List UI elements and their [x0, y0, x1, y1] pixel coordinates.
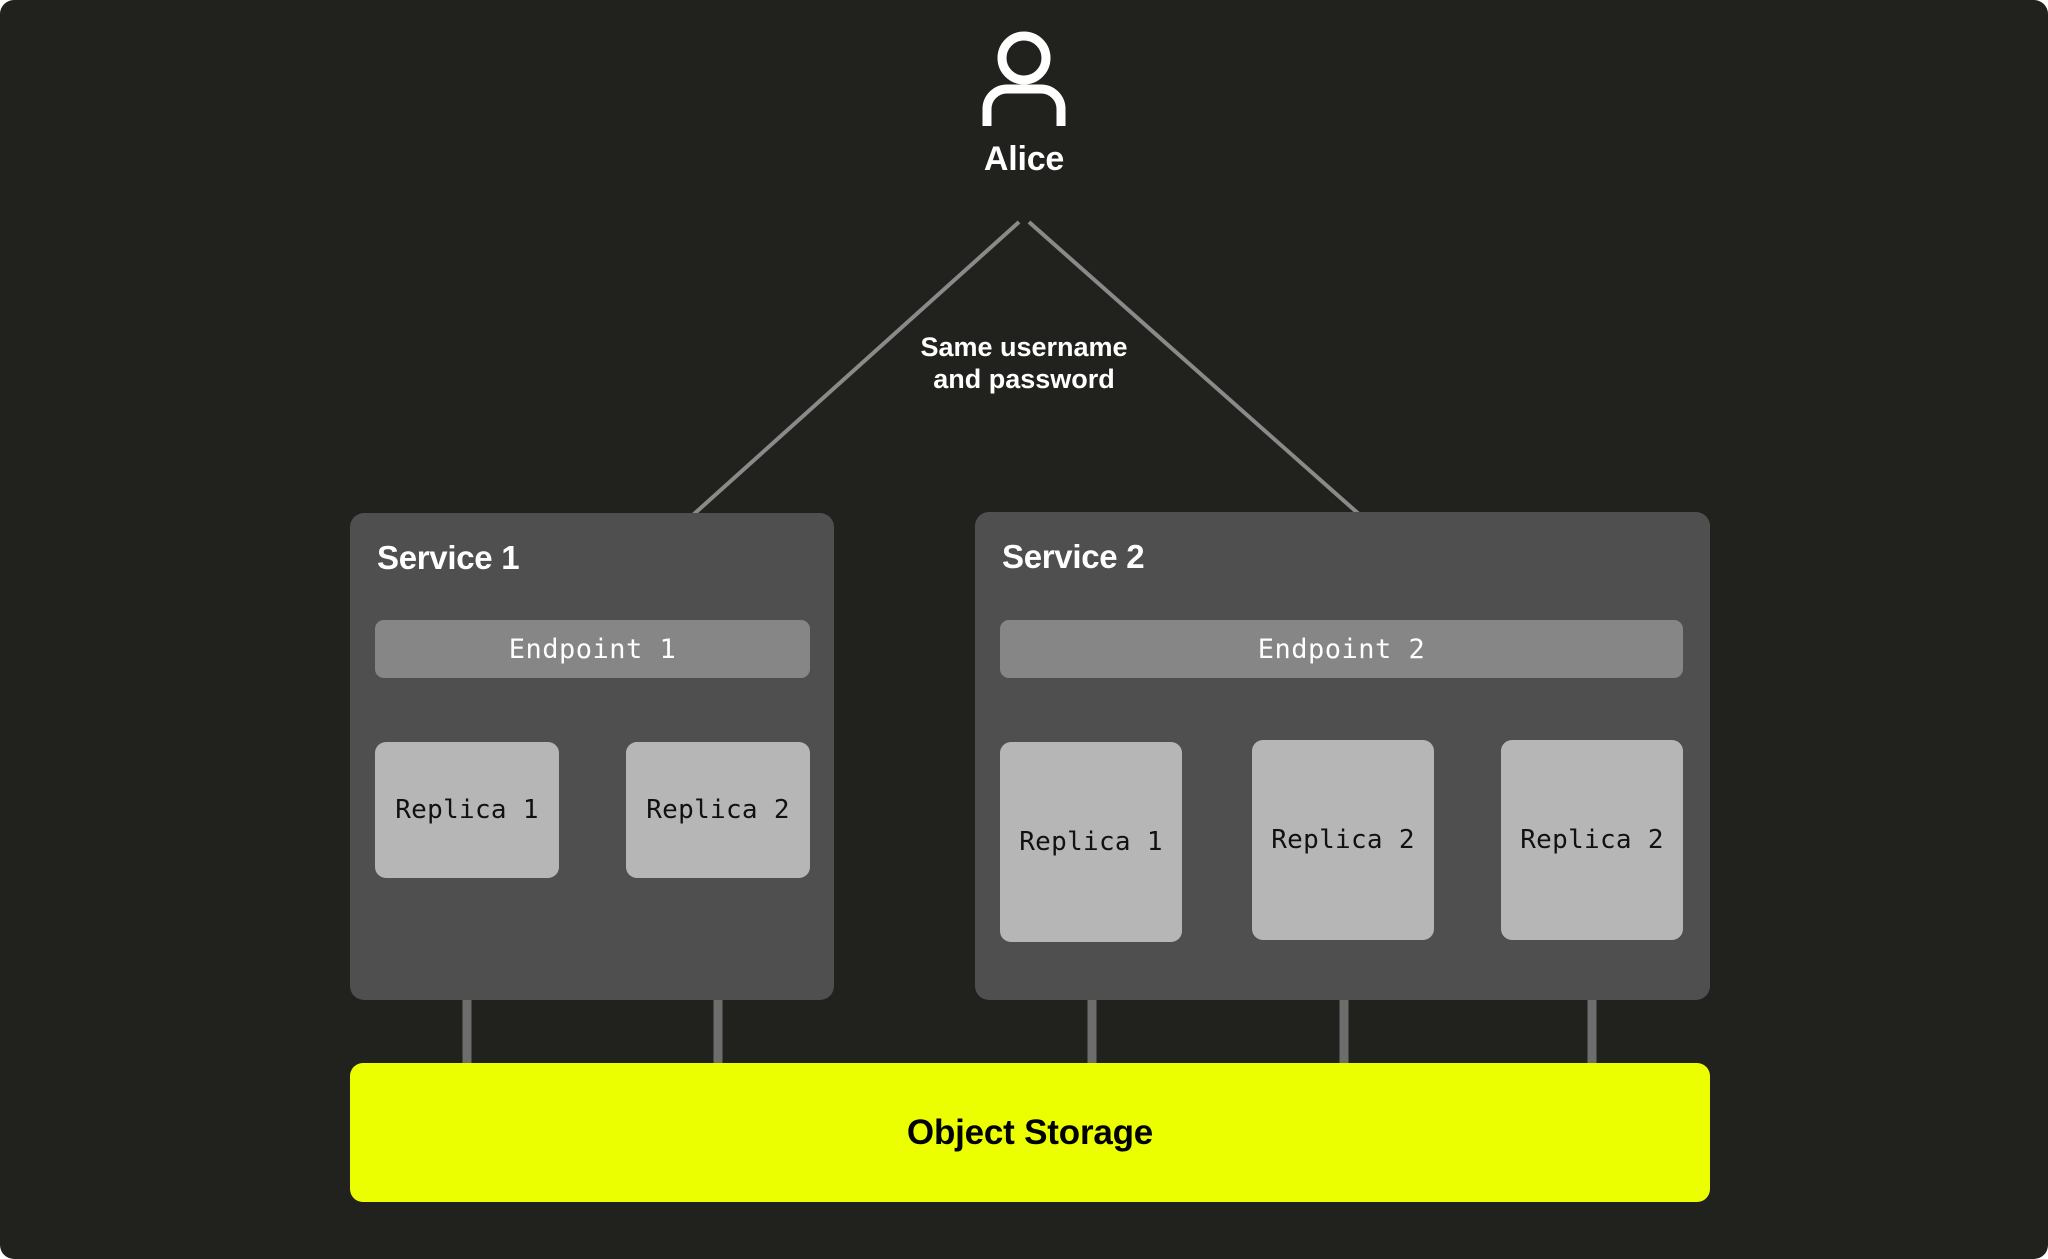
service-1-replica-1[interactable]: Replica 1 [375, 742, 559, 878]
edge-annotation-credentials: Same username and password [920, 332, 1128, 394]
service-panel-1[interactable]: Service 1 Endpoint 1 Replica 1 Replica 2 [350, 513, 834, 1000]
service-1-title: Service 1 [377, 539, 520, 576]
object-storage-node[interactable]: Object Storage [350, 1063, 1710, 1202]
service-2-replica-3[interactable]: Replica 2 [1501, 740, 1683, 940]
user-icon [982, 31, 1066, 126]
service-1-replica-2[interactable]: Replica 2 [626, 742, 810, 878]
actor-label: Alice [983, 140, 1065, 178]
object-storage-label: Object Storage [906, 1112, 1154, 1152]
endpoint-2[interactable]: Endpoint 2 [1000, 620, 1683, 678]
service-2-replica-1[interactable]: Replica 1 [1000, 742, 1182, 942]
service-2-title: Service 2 [1002, 538, 1145, 575]
service-panel-2[interactable]: Service 2 Endpoint 2 Replica 1 Replica 2… [975, 512, 1710, 1000]
actor-alice: Alice [0, 30, 2048, 179]
endpoint-1[interactable]: Endpoint 1 [375, 620, 810, 678]
service-2-replica-2[interactable]: Replica 2 [1252, 740, 1434, 940]
